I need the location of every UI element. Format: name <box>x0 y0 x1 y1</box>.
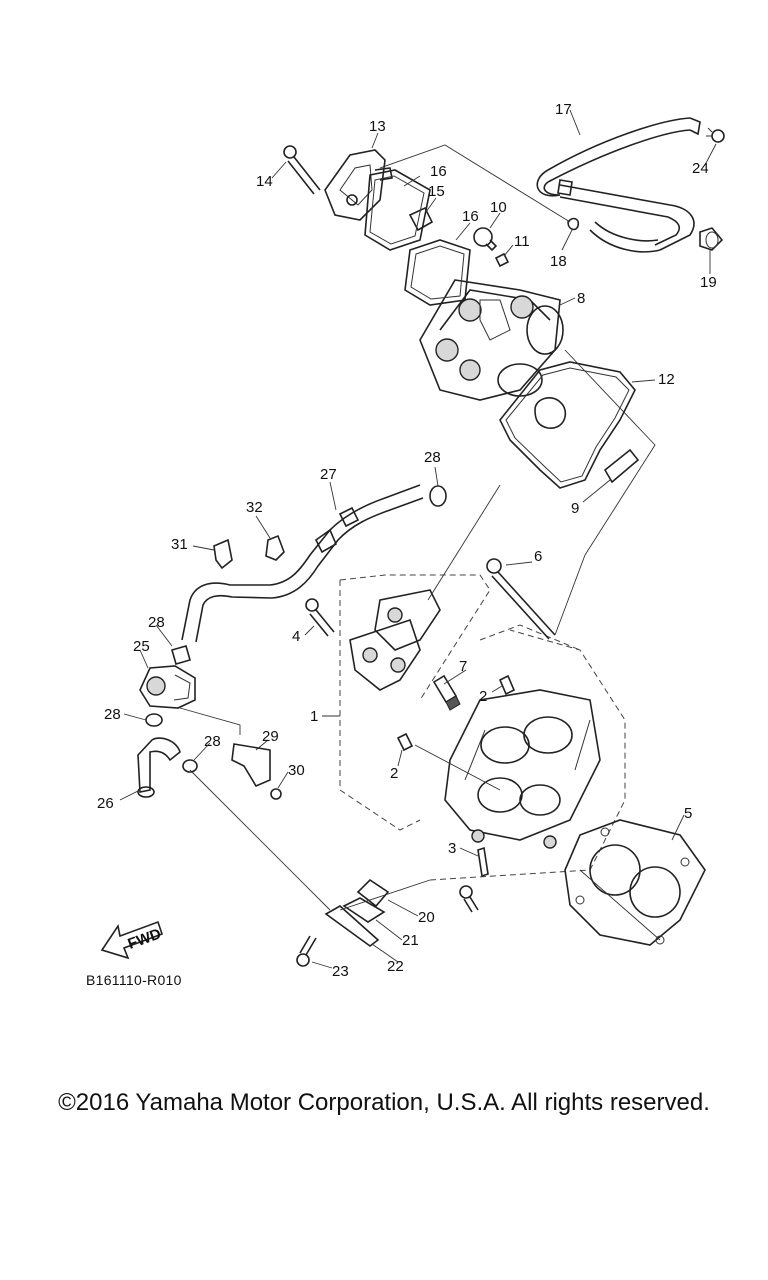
copyright-notice: ©2016 Yamaha Motor Corporation, U.S.A. A… <box>58 1089 710 1116</box>
callout-14: 14 <box>256 173 273 190</box>
callout-5: 5 <box>684 805 692 822</box>
callout-8: 8 <box>577 290 585 307</box>
bolt-10 <box>473 227 498 252</box>
clip-18 <box>567 217 580 231</box>
reed-valve-15 <box>408 206 434 232</box>
washer-11 <box>494 252 510 268</box>
callout-23: 23 <box>332 963 349 980</box>
bracket-29 <box>231 743 271 788</box>
callout-25: 25 <box>133 638 150 655</box>
callout-16: 16 <box>430 163 447 180</box>
callout-9: 9 <box>571 500 579 517</box>
callout-6: 6 <box>534 548 542 565</box>
holder-32 <box>265 534 285 561</box>
callout-16: 16 <box>462 208 479 225</box>
air-valve-13 <box>324 149 393 221</box>
clamp-24 <box>706 127 725 143</box>
cylinder-gasket-5 <box>564 819 706 946</box>
stud-3 <box>477 846 489 878</box>
hose-26 <box>137 737 181 798</box>
diagram-reference-code: B161110-R010 <box>86 972 182 988</box>
air-induction-valve-25 <box>139 665 196 709</box>
callout-28: 28 <box>148 614 165 631</box>
callout-21: 21 <box>402 932 419 949</box>
callout-19: 19 <box>700 274 717 291</box>
callout-leaders <box>119 109 717 969</box>
callout-22: 22 <box>387 958 404 975</box>
callout-28: 28 <box>104 706 121 723</box>
hose-clip-19 <box>699 227 724 251</box>
bolt-14 <box>283 145 321 195</box>
callout-29: 29 <box>262 728 279 745</box>
callout-12: 12 <box>658 371 675 388</box>
callout-24: 24 <box>692 160 709 177</box>
callout-18: 18 <box>550 253 567 270</box>
hose-27 <box>181 484 424 643</box>
callout-28: 28 <box>424 449 441 466</box>
callout-3: 3 <box>448 840 456 857</box>
gasket-16-a <box>364 169 431 251</box>
callout-26: 26 <box>97 795 114 812</box>
fwd-label: FWD <box>126 925 164 953</box>
callout-7: 7 <box>459 658 467 675</box>
callout-17: 17 <box>555 101 572 118</box>
callout-10: 10 <box>490 199 507 216</box>
dowel-pin-2-b <box>396 732 414 752</box>
callout-31: 31 <box>171 536 188 553</box>
callout-2: 2 <box>479 688 487 705</box>
fwd-arrow-icon: FWD <box>100 920 164 960</box>
gasket-16-b <box>404 239 471 306</box>
exploded-parts-diagram: FWD <box>97 101 725 980</box>
plate-20 <box>356 878 390 908</box>
cover-gasket-12 <box>499 361 636 489</box>
breather-hose-17 <box>536 117 701 253</box>
callout-30: 30 <box>288 762 305 779</box>
callout-27: 27 <box>320 466 337 483</box>
dowel-pin-2-a <box>498 674 516 696</box>
cylinder-head-1 <box>444 689 601 849</box>
hose-clamp-28-right <box>182 759 198 773</box>
bracket-22 <box>324 905 380 947</box>
callout-2: 2 <box>390 765 398 782</box>
callout-13: 13 <box>369 118 386 135</box>
callout-11: 11 <box>514 233 530 250</box>
bolt-23 <box>296 935 317 967</box>
callout-20: 20 <box>418 909 435 926</box>
callout-32: 32 <box>246 499 263 516</box>
stud-bolt-6 <box>486 558 556 640</box>
callout-1: 1 <box>310 708 318 725</box>
hose-clamp-28-left <box>145 713 163 727</box>
callout-28: 28 <box>204 733 221 750</box>
clip-31 <box>213 538 233 570</box>
callout-15: 15 <box>428 183 445 200</box>
bolt-bottom <box>459 885 479 913</box>
callout-numbers: 13 14 16 15 16 10 11 17 18 24 19 8 12 9 … <box>97 101 717 980</box>
bolt-30 <box>270 788 282 800</box>
spacer-9 <box>603 448 640 484</box>
cylinder-head-group-box <box>339 574 626 881</box>
hose-clamp-28-top <box>429 485 447 507</box>
bolt-4 <box>305 598 335 637</box>
cylinder-head-cover-8 <box>419 279 564 401</box>
spark-plug-7 <box>432 674 461 711</box>
gasket-21 <box>342 897 386 923</box>
callout-4: 4 <box>292 628 300 645</box>
camshaft-caps-1 <box>349 589 441 691</box>
hose-clamp-28-mid <box>171 645 191 665</box>
reference-lines <box>179 144 661 941</box>
